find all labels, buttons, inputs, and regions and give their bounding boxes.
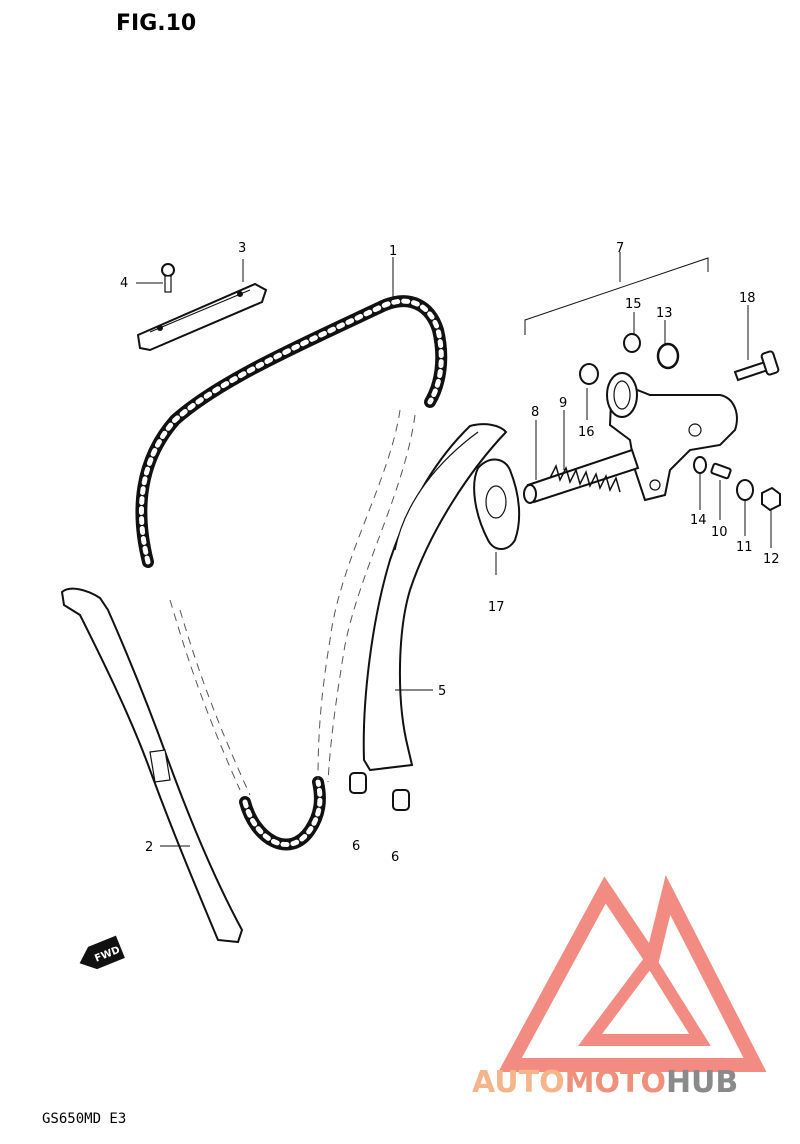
callout-11: 11: [736, 540, 753, 555]
damper-rubber-a: [349, 772, 367, 794]
tensioner-gasket: [473, 458, 521, 550]
callout-9: 9: [559, 396, 567, 411]
callout-6a: 6: [352, 839, 360, 854]
watermark-auto: AUTOMOTOHUB: [472, 1065, 738, 1100]
chain-guide-left: [60, 587, 244, 944]
model-label: GS650MD E3: [42, 1111, 126, 1127]
cam-chain: [135, 295, 448, 851]
tensioner-spring: [549, 463, 621, 493]
callout-10: 10: [711, 525, 728, 540]
callout-18: 18: [739, 291, 756, 306]
fwd-arrow-icon: FWD: [79, 935, 125, 970]
washer-11: [736, 479, 754, 501]
washer-14: [693, 456, 707, 474]
oil-seal: [623, 333, 641, 353]
callout-3: 3: [238, 241, 246, 256]
callout-15: 15: [625, 297, 642, 312]
o-ring: [656, 342, 680, 370]
callout-8: 8: [531, 405, 539, 420]
lock-washer: [579, 363, 599, 385]
mounting-bolt: [733, 350, 780, 382]
cam-chain-guide-top: [136, 282, 268, 352]
push-rod: [523, 448, 640, 504]
lock-nut: [761, 486, 781, 512]
callout-14: 14: [690, 513, 707, 528]
callout-12: 12: [763, 552, 780, 567]
callout-1: 1: [389, 244, 397, 259]
callout-4: 4: [120, 276, 128, 291]
callout-13: 13: [656, 306, 673, 321]
damper-rubber-b: [392, 789, 410, 811]
watermark-auto-text: AUTO: [472, 1065, 565, 1100]
figure-title: FIG.10: [116, 11, 196, 36]
chain-tensioner-slipper: [362, 423, 508, 772]
leader-lines: [136, 252, 772, 847]
automotohub-logo-icon: [498, 875, 767, 1072]
callout-2: 2: [145, 840, 153, 855]
stop-pin: [710, 462, 732, 480]
callout-17: 17: [488, 600, 505, 615]
tensioner-assembly-bracket: [524, 257, 709, 335]
callout-7: 7: [616, 241, 624, 256]
guide-screw: [161, 263, 175, 293]
callout-5: 5: [438, 684, 446, 699]
callout-6b: 6: [391, 850, 399, 865]
watermark-hub-text: HUB: [666, 1065, 738, 1100]
tensioner-body: [606, 372, 738, 502]
watermark-moto-text: MOTO: [565, 1065, 666, 1100]
callout-16: 16: [578, 425, 595, 440]
